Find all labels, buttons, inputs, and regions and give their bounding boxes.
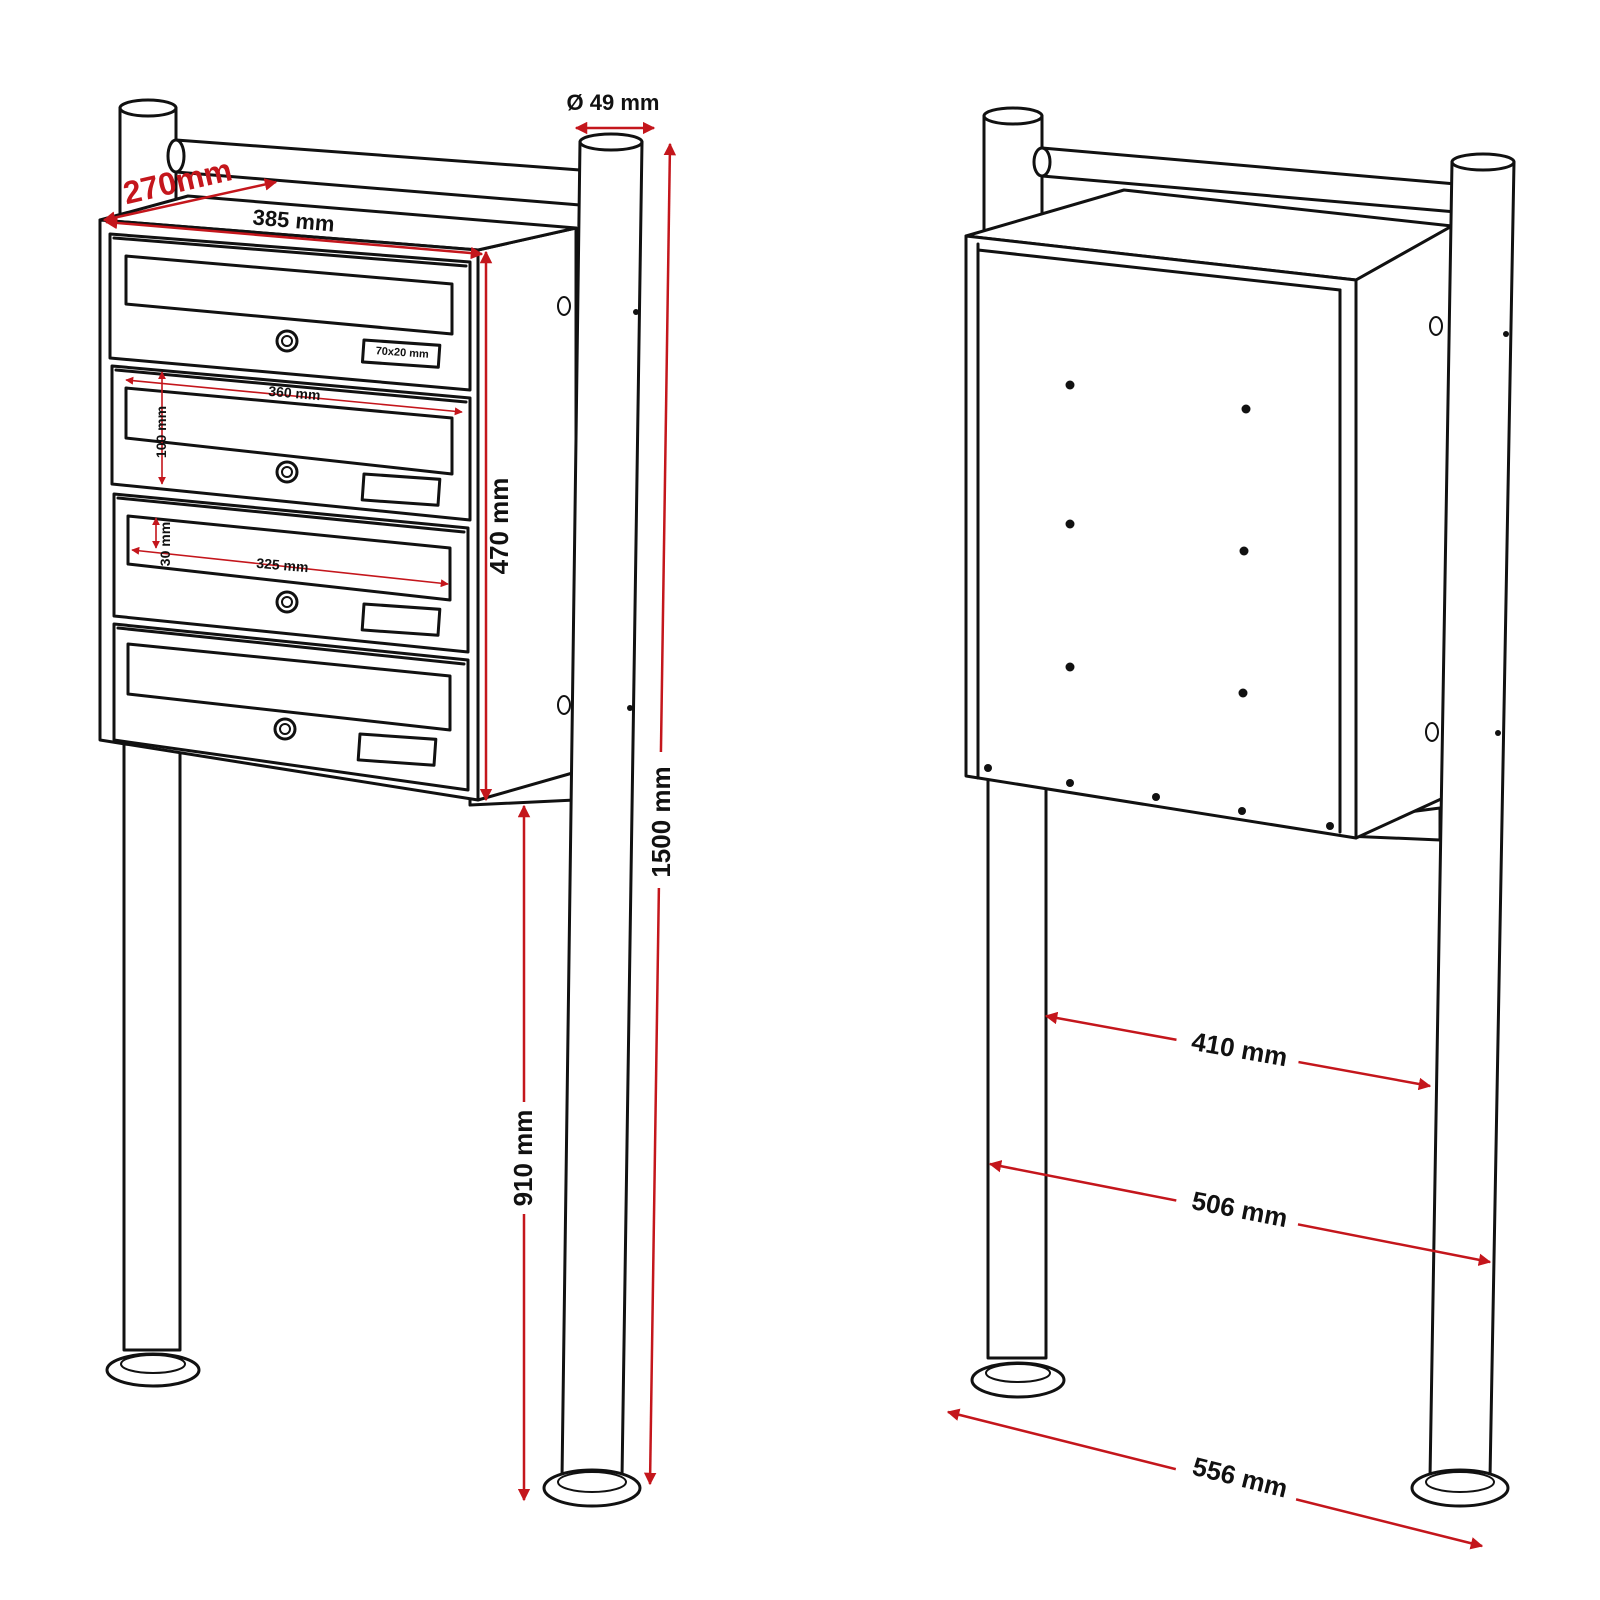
slot-inner-height-label: 30 mm (157, 522, 173, 566)
front-view-right-post (542, 132, 644, 1508)
front-view-left-post (105, 738, 201, 1388)
slot-width-dimension-line (125, 376, 463, 416)
total-height-label: 1500 mm (646, 766, 676, 877)
depth-dimension-line (102, 178, 278, 224)
post-gap-label-bg (1173, 1019, 1303, 1077)
back-box-back-face (964, 234, 1358, 840)
name-plate-label: 70x20 mm (375, 345, 429, 361)
slot-width-label: 360 mm (268, 383, 321, 403)
diameter-label: Ø 49 mm (567, 90, 660, 115)
slot-height-label: 100 mm (153, 406, 169, 458)
ground-clearance-label: 910 mm (508, 1110, 538, 1207)
back-view-left-post-top (982, 106, 1044, 242)
ground-clearance-label-bg (508, 1102, 540, 1214)
post-outer-label-bg (1173, 1178, 1303, 1238)
base-width-label-bg (1173, 1443, 1303, 1509)
mounting-holes (984, 380, 1334, 830)
front-width-dimension-line (104, 216, 484, 260)
total-height-label-bg (646, 752, 678, 888)
slot-inner-width-label: 325 mm (256, 555, 309, 575)
compartment-4 (112, 622, 470, 792)
slot-inner-width-dimension-line (131, 546, 449, 588)
box-height-label: 470 mm (484, 478, 514, 575)
box-height-label-bg (488, 460, 514, 572)
back-view: 410 mm 506 mm 556 mm (946, 106, 1516, 1550)
back-view-left-post (970, 768, 1066, 1399)
front-view: 70x20 mm (98, 90, 678, 1508)
